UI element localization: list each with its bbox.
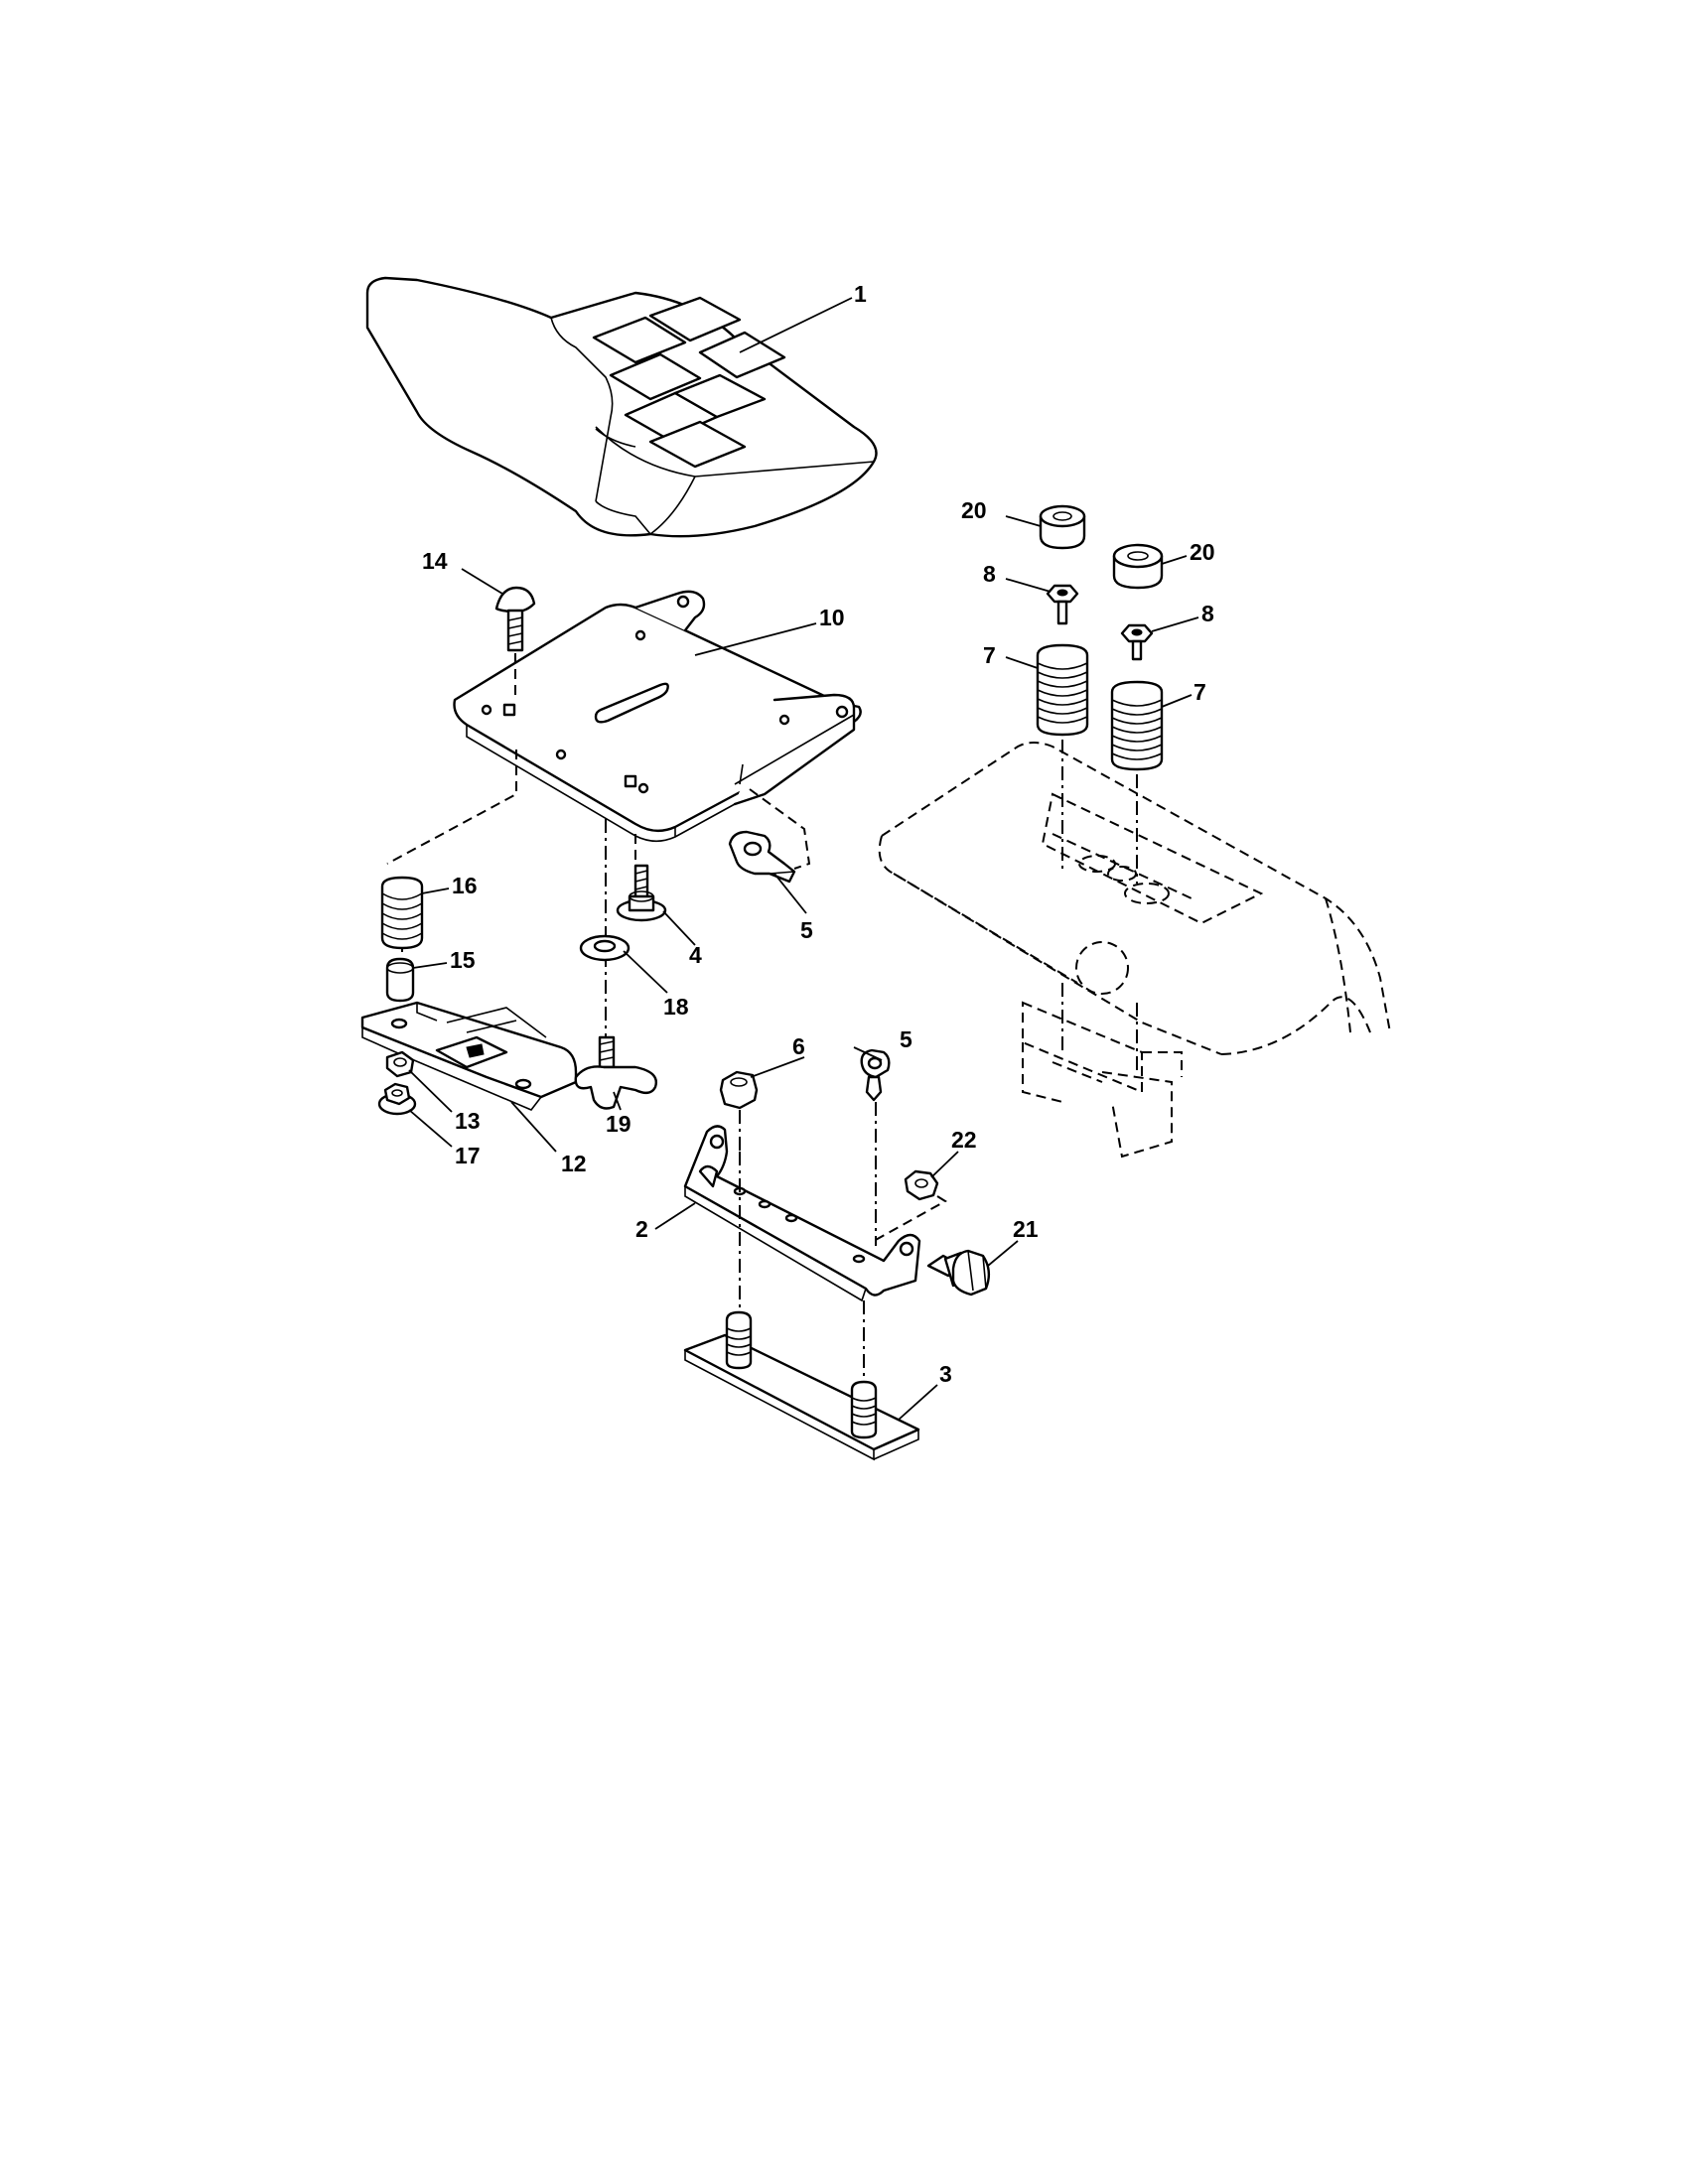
callout-16: 16 [452, 873, 478, 898]
shoulder-bolt [616, 864, 667, 922]
callout-19: 19 [606, 1111, 632, 1137]
callout-8a: 8 [983, 561, 996, 587]
spacer-20-left [1039, 504, 1086, 550]
spring-7-right [1110, 680, 1164, 771]
spring-clip-upper [728, 830, 796, 884]
screw-8-left [1046, 584, 1079, 625]
callout-20a: 20 [961, 497, 987, 523]
leader-lines [408, 297, 1199, 1421]
callout-21: 21 [1013, 1216, 1039, 1242]
spring-left [380, 876, 424, 950]
assembly-lines-right [1061, 740, 1138, 1072]
spring-clip-lower [860, 1048, 891, 1246]
base-plate [683, 1310, 920, 1461]
callout-15: 15 [450, 947, 476, 973]
callout-13: 13 [455, 1108, 481, 1134]
callout-10: 10 [819, 605, 845, 630]
callout-22: 22 [951, 1127, 977, 1153]
spacer [385, 957, 415, 1003]
callout-5b: 5 [900, 1026, 912, 1052]
callout-20b: 20 [1190, 539, 1215, 565]
stud-left [725, 1310, 753, 1370]
slide-bracket [360, 1001, 578, 1111]
nut-13 [385, 1050, 415, 1078]
stud-right [850, 1380, 878, 1439]
callout-labels: 1 14 10 20 20 8 8 7 7 16 15 4 5 18 19 6 … [422, 281, 1215, 1387]
callout-2: 2 [635, 1216, 648, 1242]
callout-8b: 8 [1201, 601, 1214, 626]
callout-3: 3 [939, 1361, 952, 1387]
spring-7-left [1036, 643, 1089, 737]
shoulder-bolt-21 [926, 1249, 991, 1297]
fender-frame-outline [878, 742, 1391, 1159]
pivot-bracket [683, 1125, 921, 1302]
screw-8-right [1120, 623, 1154, 661]
callout-7a: 7 [983, 642, 996, 668]
callout-5a: 5 [800, 917, 813, 943]
flange-nut-17 [377, 1082, 417, 1116]
washer [579, 934, 631, 962]
callout-17: 17 [455, 1143, 481, 1168]
wing-knob [574, 1035, 657, 1110]
seat-pan [453, 590, 862, 843]
lock-nut [719, 1070, 759, 1152]
hex-nut [873, 1169, 947, 1242]
callout-18: 18 [663, 994, 689, 1020]
assembly-lines-lower [739, 1152, 865, 1390]
callout-14: 14 [422, 548, 448, 574]
callout-7b: 7 [1193, 679, 1206, 705]
callout-6: 6 [792, 1033, 805, 1059]
callout-4: 4 [689, 942, 702, 968]
callout-1: 1 [854, 281, 867, 307]
seat [365, 276, 878, 538]
callout-12: 12 [561, 1151, 587, 1176]
carriage-bolt [494, 586, 536, 700]
spacer-20-right [1112, 543, 1164, 590]
